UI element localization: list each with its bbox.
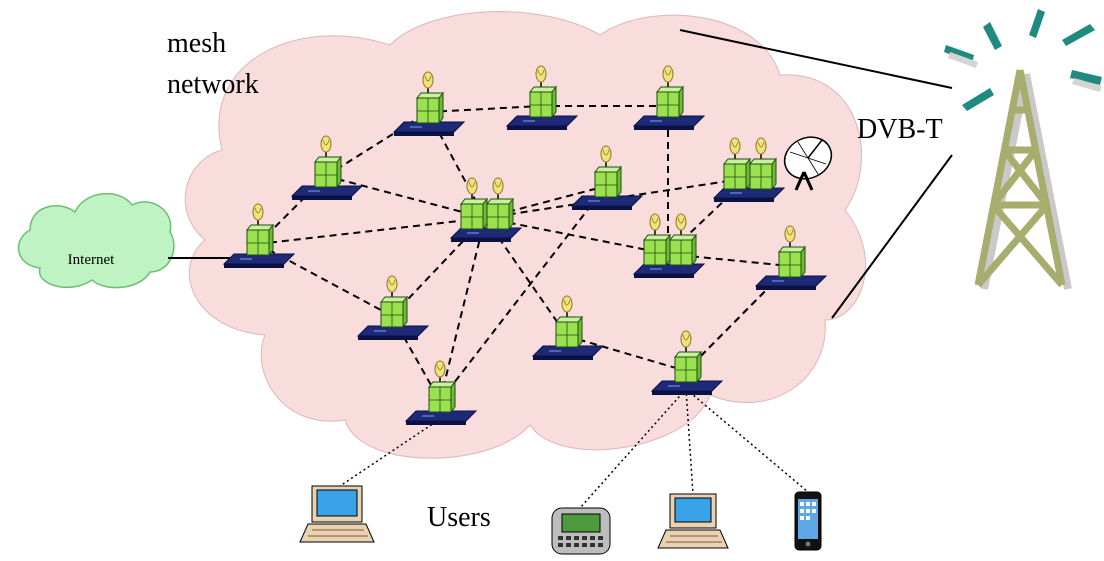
users-label: Users [427,502,491,533]
user-links [339,388,809,509]
mesh-link [667,253,791,267]
pda-icon [551,507,611,555]
tower-link-top [679,29,953,89]
mesh-link [427,105,542,113]
mesh-link [325,175,486,219]
mesh-links [257,105,791,402]
mesh-cloud [184,11,866,459]
user-link [339,418,441,487]
user-link [685,388,809,493]
tower-link-bottom [831,154,953,319]
mesh-link [566,335,687,372]
laptop-icon [657,493,729,549]
mesh-network-label-line2: network [167,69,259,100]
mesh-link [257,217,486,245]
smartphone-icon [794,491,822,551]
dvbt-label: DVB-T [857,114,943,145]
user-link [579,388,687,509]
mesh-network-label-line1: mesh [167,28,226,59]
laptop-icon [299,485,375,543]
satellite-dish-icon [783,136,833,191]
mesh-link [439,185,607,402]
dvbt-tower-icon [944,9,1102,290]
internet-label: Internet [68,252,115,268]
mesh-link [439,217,486,402]
internet-cloud: Internet [17,192,175,289]
mesh-link [484,185,607,219]
